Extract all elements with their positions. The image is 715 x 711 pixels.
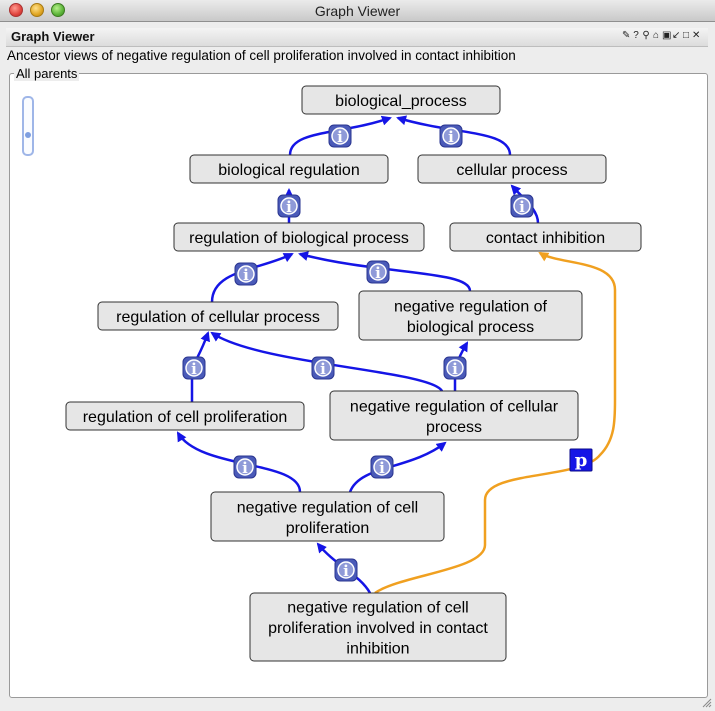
graph-node-box[interactable] (189, 154, 389, 184)
graph-node-label: contact inhibition (486, 230, 605, 247)
is-a-info-icon[interactable]: i (334, 558, 358, 582)
graph-node-box[interactable] (301, 85, 501, 115)
graph-node-label: negative regulation of cell (237, 499, 418, 516)
graph-node-label: biological regulation (218, 162, 359, 179)
graph-node-label: negative regulation of cell (287, 600, 468, 617)
graph-node-nrcprol[interactable]: negative regulation of cell proliferation (210, 491, 445, 542)
graph-node-label: negative regulation of (394, 298, 548, 315)
is-a-info-icon[interactable]: i (277, 194, 301, 218)
panel-subtitle: Ancestor views of negative regulation of… (7, 48, 516, 63)
is-a-info-icon[interactable]: i (233, 455, 257, 479)
svg-text:i: i (191, 360, 197, 378)
close-icon[interactable]: ✕ (692, 30, 703, 41)
svg-text:i: i (320, 360, 326, 378)
graph-node-leaf[interactable]: negative regulation of cell proliferation… (249, 592, 507, 662)
is-a-info-icon[interactable]: i (234, 262, 258, 286)
help-icon[interactable]: ? (633, 30, 641, 41)
part-of-icon[interactable]: p (569, 448, 593, 472)
graph-node-label: cellular process (456, 162, 567, 179)
edge-nrcp-rcp (210, 331, 444, 392)
graph-node-label: biological process (407, 319, 534, 336)
graph-node-label: process (426, 419, 482, 436)
svg-text:i: i (242, 459, 248, 477)
window-titlebar: Graph Viewer (0, 0, 715, 22)
zoom-slider-knob[interactable] (25, 132, 31, 138)
graph-node-ci[interactable]: contact inhibition (449, 222, 642, 252)
svg-text:i: i (375, 264, 381, 282)
svg-text:i: i (343, 562, 349, 580)
svg-text:i: i (379, 459, 385, 477)
svg-text:i: i (519, 198, 525, 216)
svg-text:i: i (337, 128, 343, 146)
minimize-window-button[interactable] (30, 3, 44, 17)
panel-header: Graph Viewer ✎?⚲⌂▣↙□✕ (6, 28, 708, 47)
svg-text:i: i (452, 360, 458, 378)
graph-node-box[interactable] (173, 222, 425, 252)
svg-text:i: i (243, 266, 249, 284)
home-icon[interactable]: ⌂ (652, 30, 662, 41)
graph-node-breg[interactable]: biological regulation (189, 154, 389, 184)
graph-node-box[interactable] (97, 301, 339, 331)
is-a-info-icon[interactable]: i (366, 260, 390, 284)
edge-cp-bp (396, 115, 512, 156)
edge-nrcprol-nrcp (348, 441, 447, 493)
is-a-info-icon[interactable]: i (311, 356, 335, 380)
graph-node-label: biological_process (335, 93, 467, 110)
maximize-icon[interactable]: □ (682, 30, 692, 41)
resize-grip-icon[interactable] (702, 698, 712, 708)
camera-icon[interactable]: ▣ (662, 30, 674, 41)
is-a-info-icon[interactable]: i (328, 124, 352, 148)
group-label: All parents (14, 66, 80, 81)
graph-node-bp[interactable]: biological_process (301, 85, 501, 115)
graph-node-rbp[interactable]: regulation of biological process (173, 222, 425, 252)
svg-text:i: i (286, 198, 292, 216)
svg-text:i: i (448, 128, 454, 146)
graph-node-label: regulation of cell proliferation (83, 409, 288, 426)
graph-node-box[interactable] (65, 401, 305, 431)
graph-node-label: proliferation involved in contact (268, 620, 488, 637)
is-a-info-icon[interactable]: i (443, 356, 467, 380)
graph-node-cp[interactable]: cellular process (417, 154, 607, 184)
wrench-icon[interactable]: ✎ (622, 30, 633, 41)
graph-node-box[interactable] (449, 222, 642, 252)
edge-nrbp-rbp (298, 251, 472, 292)
panel-title: Graph Viewer (11, 29, 95, 44)
panel-toolbar: ✎?⚲⌂▣↙□✕ (622, 30, 702, 41)
is-a-info-icon[interactable]: i (182, 356, 206, 380)
graph-node-box[interactable] (329, 390, 579, 441)
graph-node-rcprol[interactable]: regulation of cell proliferation (65, 401, 305, 431)
edge-breg-bp (288, 115, 392, 156)
graph-node-label: negative regulation of cellular (350, 398, 559, 415)
zoom-window-button[interactable] (51, 3, 65, 17)
close-window-button[interactable] (9, 3, 23, 17)
graph-node-label: regulation of biological process (189, 230, 409, 247)
graph-node-box[interactable] (210, 491, 445, 542)
graph-node-nrbp[interactable]: negative regulation of biological process (358, 290, 583, 341)
graph-node-rcp[interactable]: regulation of cellular process (97, 301, 339, 331)
svg-text:p: p (575, 450, 588, 471)
window-title: Graph Viewer (314, 3, 401, 19)
graph-node-box[interactable] (358, 290, 583, 341)
is-a-info-icon[interactable]: i (439, 124, 463, 148)
is-a-info-icon[interactable]: i (510, 194, 534, 218)
restore-icon[interactable]: ↙ (672, 30, 683, 41)
is-a-info-icon[interactable]: i (370, 455, 394, 479)
graph-node-label: inhibition (346, 641, 409, 658)
zoom-slider[interactable] (22, 96, 34, 156)
graph-node-box[interactable] (249, 592, 507, 662)
graph-node-box[interactable] (417, 154, 607, 184)
pin-icon[interactable]: ⚲ (642, 30, 652, 41)
graph-node-label: regulation of cellular process (116, 309, 320, 326)
graph-node-label: proliferation (286, 520, 370, 537)
graph-node-nrcp[interactable]: negative regulation of cellular process (329, 390, 579, 441)
